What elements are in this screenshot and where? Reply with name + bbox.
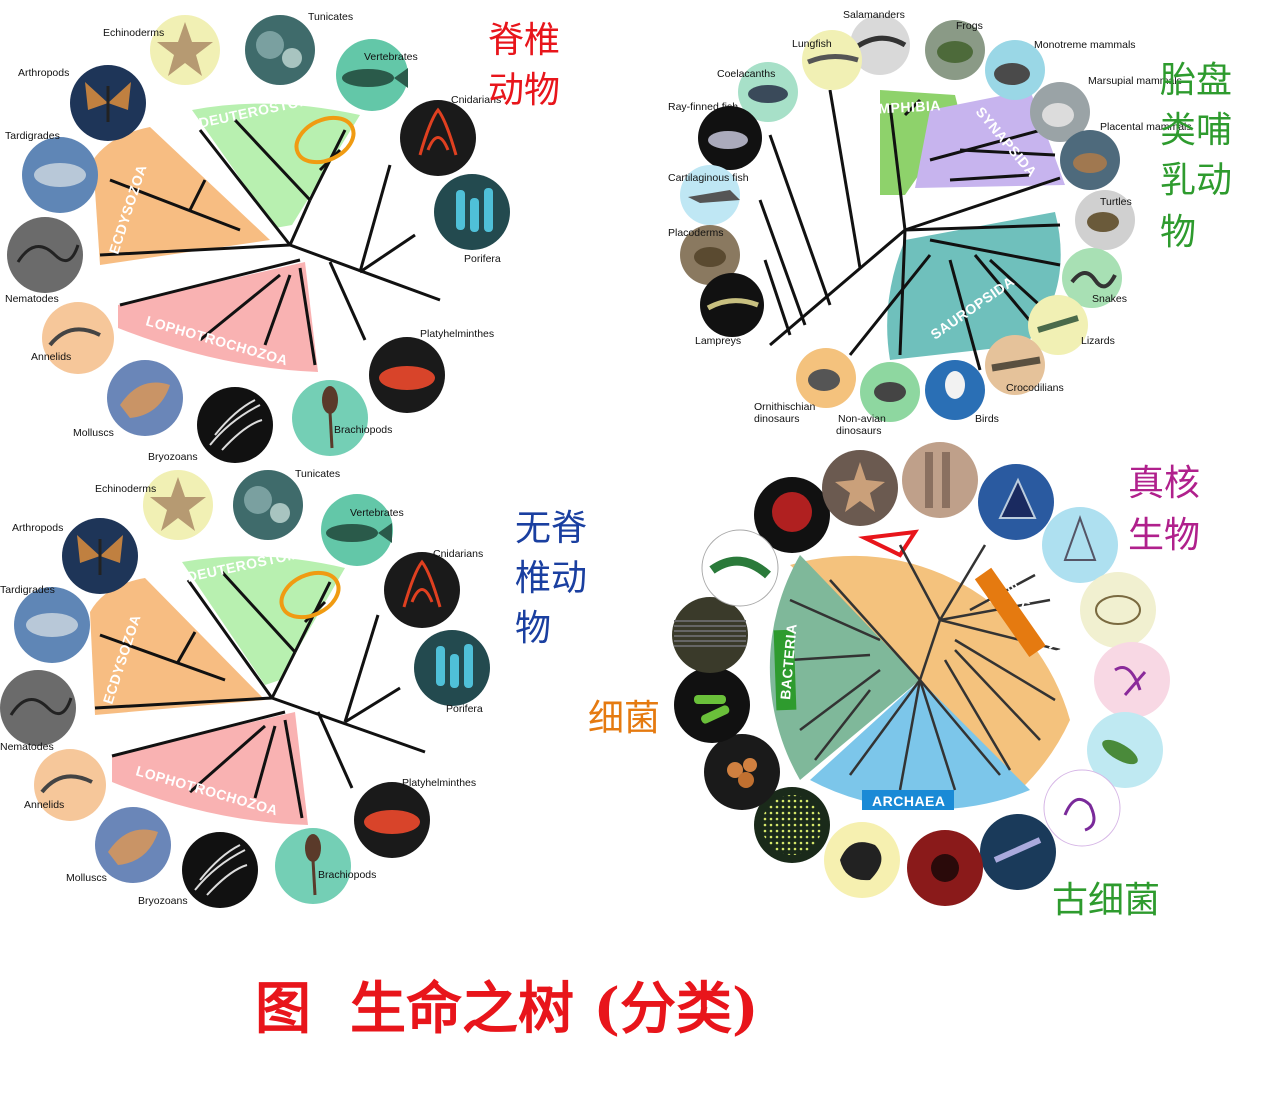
amoeba-icon <box>1043 769 1121 847</box>
ecdysozoa-wedge <box>93 127 270 265</box>
archaea-wedge <box>810 680 1030 810</box>
sauropsida-wedge <box>887 212 1061 360</box>
taxon-label-platyhelminthes: Platyhelminthes <box>402 777 476 789</box>
caption-invertebrates-line2: 椎动 <box>515 558 587 599</box>
taxon-label-tardigrades: Tardigrades <box>0 584 55 596</box>
taxon-label-vertebrates: Vertebrates <box>350 507 404 519</box>
nematodes-icon <box>7 217 83 293</box>
three-domain-tree-panel: BACTERIA ARCHAEA EUKARYOTA 真核 生物 细 <box>588 442 1200 921</box>
algae-cell-icon <box>1080 572 1156 648</box>
taxon-label-lizards: Lizards <box>1081 335 1115 347</box>
taxon-label-bryozoans: Bryozoans <box>148 451 198 463</box>
annelids-icon <box>34 749 106 821</box>
taxon-label-arthropods: Arthropods <box>12 522 63 534</box>
taxon-label-echinoderms: Echinoderms <box>95 483 156 495</box>
plant-stem-icon <box>902 442 978 518</box>
lophotrochozoa-wedge <box>112 712 308 825</box>
taxon-label-coelacanths: Coelacanths <box>717 68 775 80</box>
taxon-label-frogs: Frogs <box>956 20 983 32</box>
caption-invertebrates-line1: 无脊 <box>515 508 587 549</box>
taxon-label-non-avian-dinosaurs-line2: dinosaurs <box>836 425 882 437</box>
taxon-label-tunicates: Tunicates <box>295 468 340 480</box>
bryozoans-icon <box>182 832 258 908</box>
taxon-label-cnidarians: Cnidarians <box>433 548 483 560</box>
nematodes-icon <box>0 670 76 746</box>
taxon-label-annelids: Annelids <box>24 799 64 811</box>
caption-mammals-line2: 类哺 <box>1160 110 1232 151</box>
vertebrates-highlight-ring <box>279 570 341 620</box>
taxon-label-nematodes: Nematodes <box>0 741 54 753</box>
taxon-label-brachiopods: Brachiopods <box>334 424 392 436</box>
caption-vertebrates-line1: 脊椎 <box>488 20 560 61</box>
caption-bacteria: 细菌 <box>588 698 660 739</box>
taxon-label-lampreys: Lampreys <box>695 335 741 347</box>
ecdysozoa-wedge <box>90 578 265 715</box>
taxon-label-bryozoans: Bryozoans <box>138 895 188 907</box>
spirillum-icon <box>701 529 779 607</box>
taxon-label-porifera: Porifera <box>464 253 501 265</box>
bacilli-icon <box>674 667 750 743</box>
vertebrates-highlight-ring <box>294 115 356 165</box>
taxon-label-echinoderms: Echinoderms <box>103 27 164 39</box>
figure-title: 图 生命之树 (分类) <box>255 976 758 1042</box>
lampreys-icon <box>700 273 764 337</box>
clade-label-bacteria: BACTERIA <box>777 623 800 700</box>
taxon-label-marsupial-mammals: Marsupial mammals <box>1088 75 1182 87</box>
taxon-label-ornithischian-dinosaurs-line2: dinosaurs <box>754 413 800 425</box>
eukaryota-highlight-ring <box>858 529 920 558</box>
taxon-label-lungfish: Lungfish <box>792 38 832 50</box>
taxon-label-snakes: Snakes <box>1092 293 1127 305</box>
caption-eukaryotes-line1: 真核 <box>1128 463 1200 504</box>
taxon-label-cnidarians: Cnidarians <box>451 94 501 106</box>
taxon-label-salamanders: Salamanders <box>843 9 905 21</box>
tree-branches <box>99 118 441 366</box>
synapsida-wedge <box>915 90 1065 188</box>
trypanosome-icon <box>1094 642 1170 718</box>
deuterostomia-wedge <box>182 556 345 685</box>
clade-label-amphibia: AMPHIBIA <box>867 97 941 117</box>
taxon-label-arthropods: Arthropods <box>18 67 69 79</box>
taxon-label-placoderms: Placoderms <box>668 227 723 239</box>
taxon-label-non-avian-dinosaurs-line1: Non-avian <box>838 413 886 425</box>
caption-mammals-line3: 乳动 <box>1160 160 1232 201</box>
animal-tree-invertebrates-panel: DEUTEROSTOMIA ECDYSOZOA LOPHOTROCHOZOA E… <box>0 468 587 908</box>
caption-vertebrates-line2: 动物 <box>488 70 560 111</box>
taxon-label-molluscs: Molluscs <box>73 427 114 439</box>
taxon-label-tunicates: Tunicates <box>308 11 353 23</box>
taxon-label-placental-mammals: Placental mammals <box>1100 121 1192 133</box>
taxon-label-ornithischian-dinosaurs-line1: Ornithischian <box>754 401 815 413</box>
taxon-label-vertebrates: Vertebrates <box>364 51 418 63</box>
taxon-label-turtles: Turtles <box>1100 196 1132 208</box>
caption-invertebrates-line3: 物 <box>515 608 551 649</box>
taxon-label-porifera: Porifera <box>446 703 483 715</box>
taxon-label-ray-finned-fish: Ray-finned fish <box>668 101 738 113</box>
taxon-label-monotreme-mammals: Monotreme mammals <box>1034 39 1136 51</box>
taxon-label-molluscs: Molluscs <box>66 872 107 884</box>
caption-archaea: 古细菌 <box>1052 880 1160 921</box>
taxon-label-brachiopods: Brachiopods <box>318 869 376 881</box>
tree-branches <box>789 544 1061 791</box>
animal-tree-vertebrates-panel: DEUTEROSTOMIA ECDYSOZOA LOPHOTROCHOZOA E… <box>5 11 560 463</box>
caption-eukaryotes-line2: 生物 <box>1128 515 1200 556</box>
salamanders-icon <box>850 15 910 75</box>
lungfish-icon <box>802 30 862 90</box>
caption-mammals-line4: 物 <box>1160 212 1196 253</box>
taxon-label-nematodes: Nematodes <box>5 293 59 305</box>
protist-icon <box>1042 507 1118 583</box>
annelids-icon <box>42 302 114 374</box>
taxon-label-tardigrades: Tardigrades <box>5 130 60 142</box>
clade-label-archaea: ARCHAEA <box>872 793 946 809</box>
lophotrochozoa-wedge <box>118 262 318 372</box>
taxon-label-birds: Birds <box>975 413 999 425</box>
tree-branches <box>94 570 426 819</box>
taxon-label-crocodilians: Crocodilians <box>1006 382 1064 394</box>
taxon-label-platyhelminthes: Platyhelminthes <box>420 328 494 340</box>
bryozoans-icon <box>197 387 273 463</box>
organism-ring <box>672 442 1170 906</box>
taxon-label-cartilaginous-fish: Cartilaginous fish <box>668 172 749 184</box>
caption-mammals-line1: 胎盘 <box>1160 60 1232 101</box>
taxon-label-annelids: Annelids <box>31 351 71 363</box>
vertebrate-tree-panel: AMPHIBIA SYNAPSIDA SAUROPSIDA Salamander… <box>668 9 1232 437</box>
